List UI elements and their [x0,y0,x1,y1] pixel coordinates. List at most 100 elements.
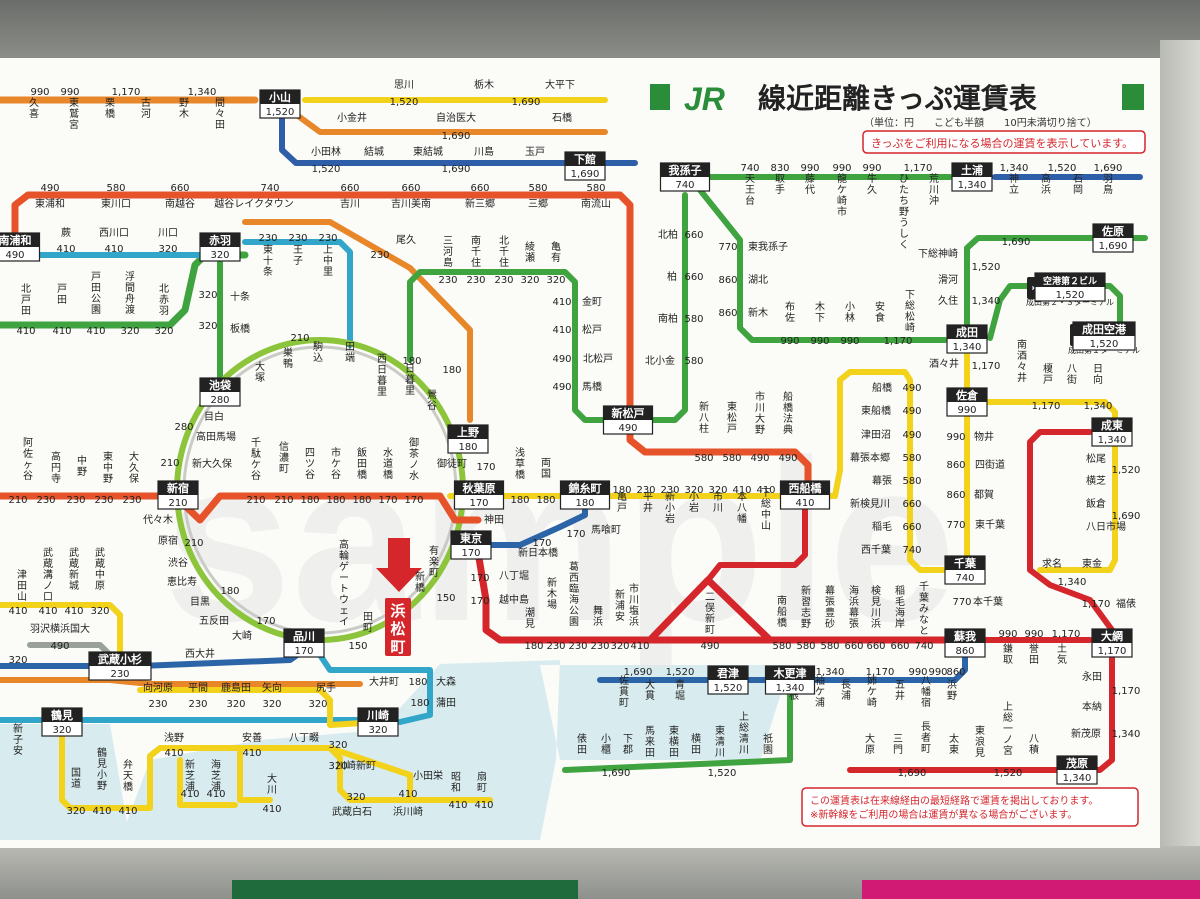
station-label-vertical: 高円寺 [51,450,61,485]
line-kururi [562,692,793,773]
station-label: 久住 [938,294,958,307]
station-box-name: 西船橋 [789,481,823,495]
station-box-name: 佐倉 [955,388,979,402]
fare-number: 740 [902,545,921,556]
fare-number: 230 [546,641,565,652]
station-box-name: 佐原 [1101,224,1124,238]
station-label: 板橋 [230,322,250,335]
station-label: 船橋 [872,381,892,394]
fare-number: 1,690 [624,667,653,678]
station-label: 大井町 [369,675,399,688]
station-label: 大森 [436,675,456,688]
station-box-name: 大網 [1101,629,1123,643]
line-narita-abiko [697,187,948,343]
station-label-vertical: 南船橋 [777,594,787,629]
fare-number: 180 [410,698,429,709]
station-label-vertical: 高浜 [1041,172,1051,196]
station-label: 大崎 [232,629,252,642]
fare-number: 410 [86,326,105,337]
fare-number: 770 [952,597,971,608]
fare-number: 1,340 [1084,401,1113,412]
station-label: 酒々井 [929,357,959,370]
fare-number: 1,520 [1112,465,1141,476]
line-musashino-keiyo [705,502,808,583]
fare-number: 860 [718,308,737,319]
fare-number: 170 [566,529,585,540]
station-label: 馬喰町 [591,523,621,536]
fare-number: 1,340 [1112,729,1141,740]
station-label-vertical: 姉ケ崎 [867,674,877,709]
station-label-vertical: 八街 [1067,364,1077,386]
fare-number: 660 [902,499,921,510]
station-label-vertical: 新木場 [547,576,557,611]
station-label-vertical: 武蔵中原 [95,546,105,592]
station-label: 北柏 [658,228,678,241]
frame-top [0,0,1200,58]
station-label-vertical: 八幡宿 [921,676,931,709]
station-label: 新木 [748,306,768,319]
station-label-vertical: 稲毛海岸 [895,585,905,630]
station-label: 恵比寿 [167,575,197,588]
station-box-name: 池袋 [209,378,232,392]
station-label: 飯倉 [1086,497,1106,510]
station-label: 平間 [188,682,208,694]
line-keiyo-triangle [646,576,774,644]
station-label-vertical: 小櫃 [601,733,611,756]
station-label: 北小金 [645,354,675,367]
fare-number: 1,690 [1094,163,1123,174]
station-label-vertical: 青堀 [675,678,685,702]
station-box-name: 成田 [956,325,978,339]
fare-number: 660 [902,522,921,533]
fare-number: 990 [840,336,859,347]
station-label-vertical: 野木 [179,97,189,120]
fare-number: 1,170 [112,87,141,98]
fare-number: 320 [610,641,629,652]
fare-number: 1,690 [1112,511,1141,522]
station-box-name: 君津 [717,666,739,680]
fare-number: 990 [30,87,49,98]
station-label-vertical: 間々田 [215,97,225,131]
fare-number: 180 [612,485,631,496]
line-tohoku [242,219,473,423]
fare-number: 1,340 [1058,577,1087,588]
station-label: 小田林 [311,145,341,158]
fare-number: 770 [718,242,737,253]
station-label: 福俵 [1116,597,1136,610]
station-label-vertical: 新浦安 [615,588,625,623]
station-label-vertical: 新小岩 [665,490,675,525]
fare-number: 210 [274,495,293,506]
station-label: 下総神崎 [918,247,958,260]
station-label-vertical: 新橋 [415,570,425,594]
station-label: 小田栄 [413,770,443,782]
title-bullet-left [650,84,670,110]
fare-number: 990 [928,667,947,678]
fare-number: 1,520 [312,164,341,175]
station-box-name: 品川 [293,630,315,643]
fare-number: 320 [708,485,727,496]
usage-note-box [862,130,1146,154]
fare-number: 410 [262,804,281,815]
fare-number: 990 [800,163,819,174]
fare-number: 410 [474,800,493,811]
station-label-vertical: 鶯谷 [427,388,437,412]
station-label: 蕨 [61,227,71,239]
fare-number: 660 [684,230,703,241]
fare-number: 580 [722,453,741,464]
fare-number: 660 [684,272,703,283]
fare-number: 490 [552,382,571,393]
station-label: 越谷レイクタウン [214,197,293,210]
station-box-fare: 490 [5,250,24,261]
station-label-vertical: 長浦 [841,679,851,702]
station-label-vertical: 大貫 [645,678,655,702]
station-label: 馬橋 [582,380,602,393]
station-label: 東結城 [413,145,443,158]
station-label: 東金 [1082,557,1102,570]
fare-number: 230 [36,495,55,506]
line-tsurumi-branch [237,745,273,803]
station-label: 十条 [230,290,250,303]
station-label-vertical: 二俣新町 [705,592,715,636]
fare-number: 410 [8,606,27,617]
